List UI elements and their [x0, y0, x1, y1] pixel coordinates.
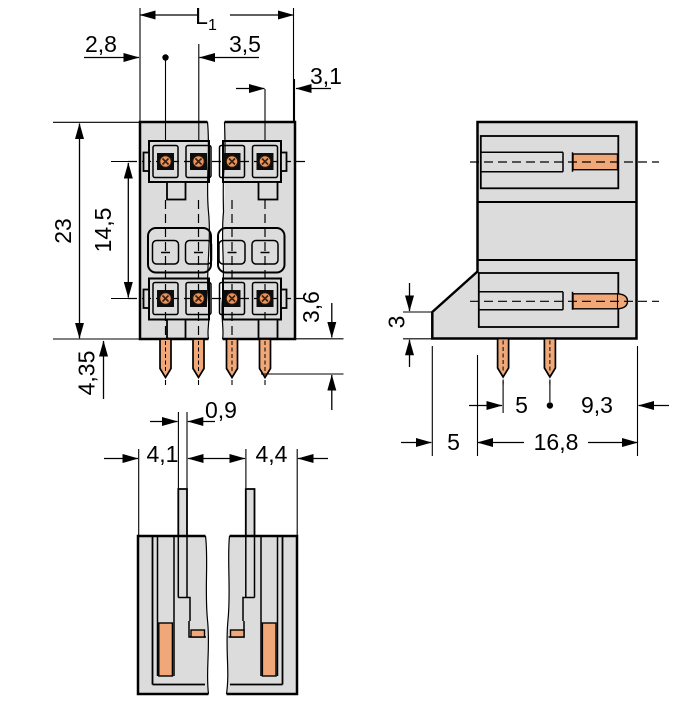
pin-1 [159, 338, 172, 386]
front-contact-row-top [142, 140, 288, 201]
dim-4-35-label: 4,35 [74, 351, 100, 396]
dim-4-4-label: 4,4 [256, 441, 288, 467]
dim-0-9-label: 0,9 [205, 397, 237, 423]
pin-3 [225, 338, 239, 386]
dim-3-5-label: 3,5 [229, 31, 261, 57]
bottom-dimensions: 0,9 4,1 4,4 [104, 397, 328, 535]
dim-2-8-label: 2,8 [85, 31, 117, 57]
contact-bar [158, 622, 174, 677]
front-middle-section [147, 227, 286, 274]
front-view: L1 2,8 3,5 3,1 23 14,5 [50, 3, 344, 410]
dim-3-1-label: 3,1 [310, 63, 342, 89]
latch-tab [257, 318, 279, 340]
break-line [225, 535, 231, 695]
break-line [204, 535, 210, 695]
dim-4-1-label: 4,1 [147, 441, 179, 467]
side-body [431, 120, 659, 386]
datum-dot [546, 402, 554, 409]
dim-16-8-label: 16,8 [534, 429, 579, 455]
latch-tab [257, 181, 279, 201]
front-dimensions: L1 2,8 3,5 3,1 23 14,5 [50, 3, 344, 410]
side-pin-front [496, 337, 510, 386]
contact-notch [190, 629, 206, 638]
datum-dot [162, 54, 169, 61]
blade-left [177, 488, 188, 536]
side-pin-back [543, 337, 557, 386]
bottom-view: 0,9 4,1 4,4 [104, 397, 328, 696]
dim-23-label: 23 [50, 218, 76, 244]
pin-2 [192, 338, 205, 386]
dim-3-6-label: 3,6 [298, 291, 324, 323]
bottom-body-left [136, 488, 210, 696]
dim-5-foot-label: 5 [447, 429, 460, 455]
latch-tab [166, 181, 187, 201]
dim-9-3-label: 9,3 [581, 392, 613, 418]
side-view: 3 5 9,3 5 16,8 [384, 120, 669, 456]
pin-4 [258, 338, 272, 386]
dim-14-5-label: 14,5 [90, 208, 116, 253]
latch-tab [166, 318, 187, 340]
dim-5-pins-label: 5 [515, 392, 528, 418]
contact-bar [261, 622, 277, 677]
side-dimensions: 3 5 9,3 5 16,8 [384, 283, 669, 456]
blade-right [244, 488, 256, 536]
contact-notch [229, 629, 245, 638]
front-solder-pins [159, 338, 272, 386]
dim-L1-label: L1 [195, 3, 217, 34]
bottom-body-right [225, 488, 299, 696]
dim-3-label: 3 [384, 316, 410, 329]
